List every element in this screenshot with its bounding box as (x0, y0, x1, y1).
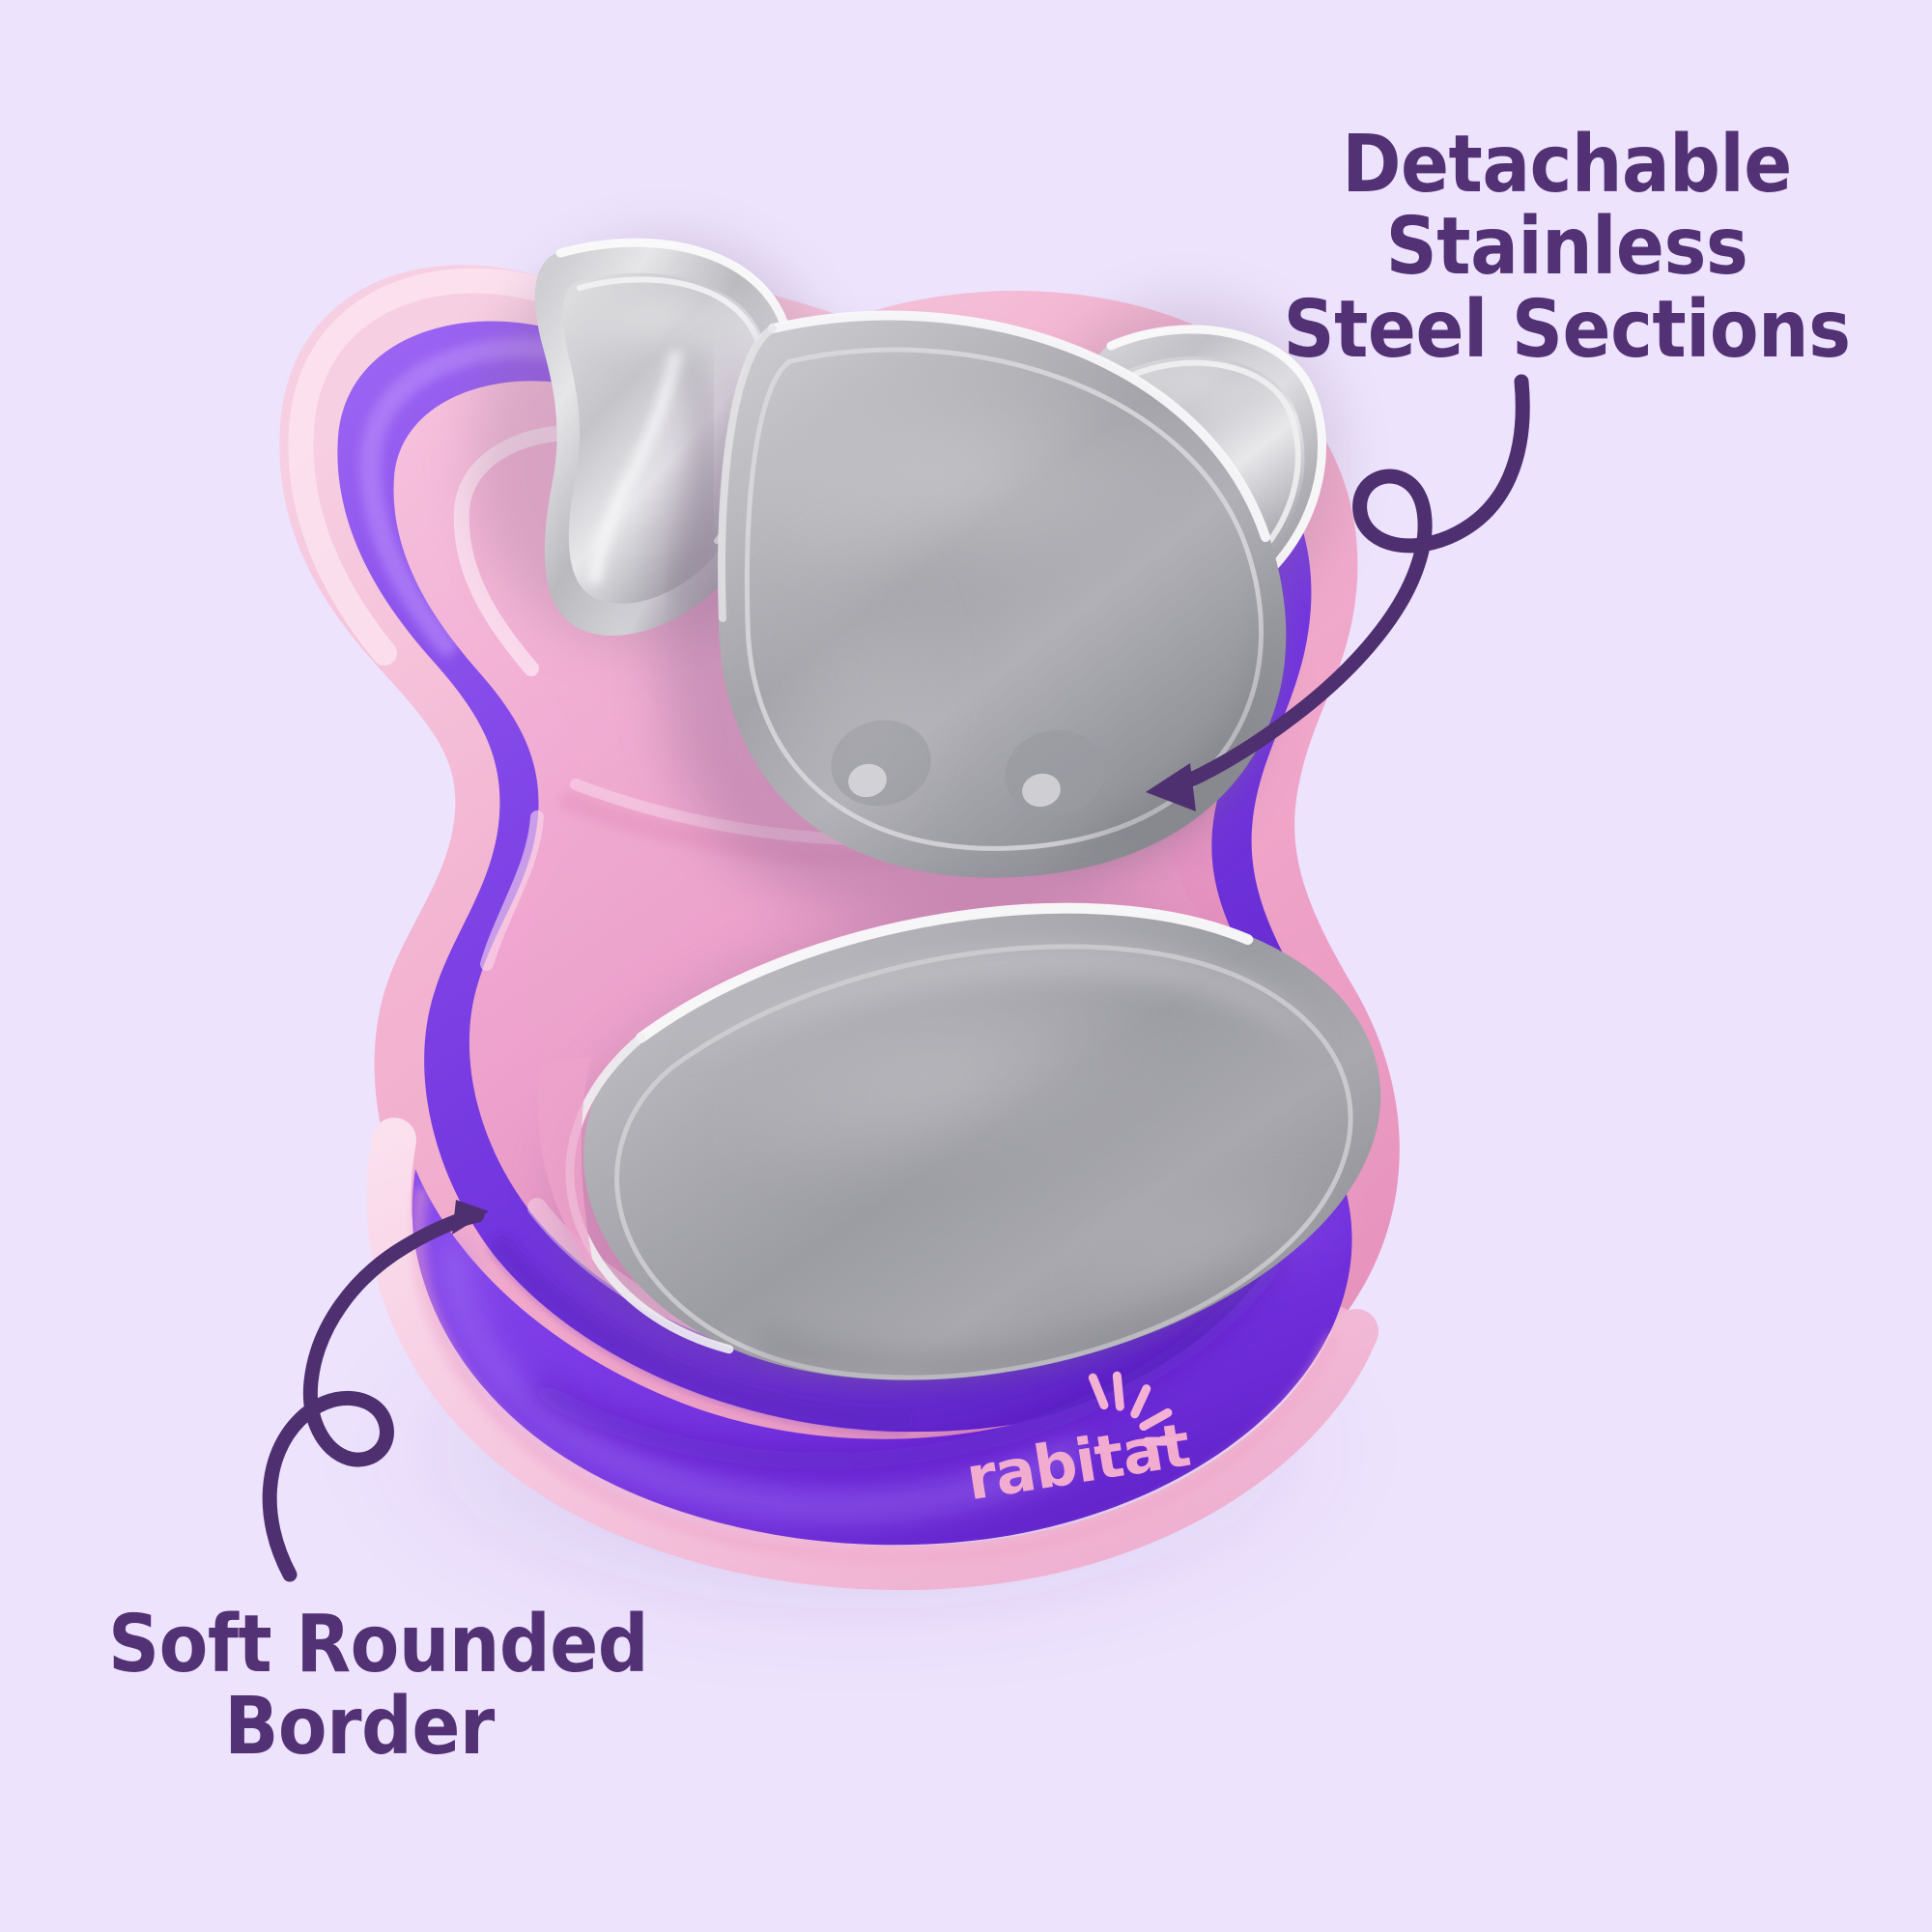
tray-edge-peek (537, 1057, 595, 1273)
callout-line: Stainless (1385, 201, 1748, 294)
sparkle-rays-icon (1088, 1371, 1178, 1446)
callout-detachable-stainless-steel-sections: Detachable Stainless Steel Sections (1258, 124, 1876, 371)
callout-line: Steel Sections (1283, 283, 1851, 376)
callout-line: Soft Rounded (108, 1599, 649, 1690)
callout-line: Border (224, 1681, 495, 1774)
callout-line: Detachable (1342, 119, 1792, 211)
callout-soft-rounded-border: Soft Rounded Border (108, 1599, 649, 1774)
body-steel-bowl (557, 902, 1381, 1380)
